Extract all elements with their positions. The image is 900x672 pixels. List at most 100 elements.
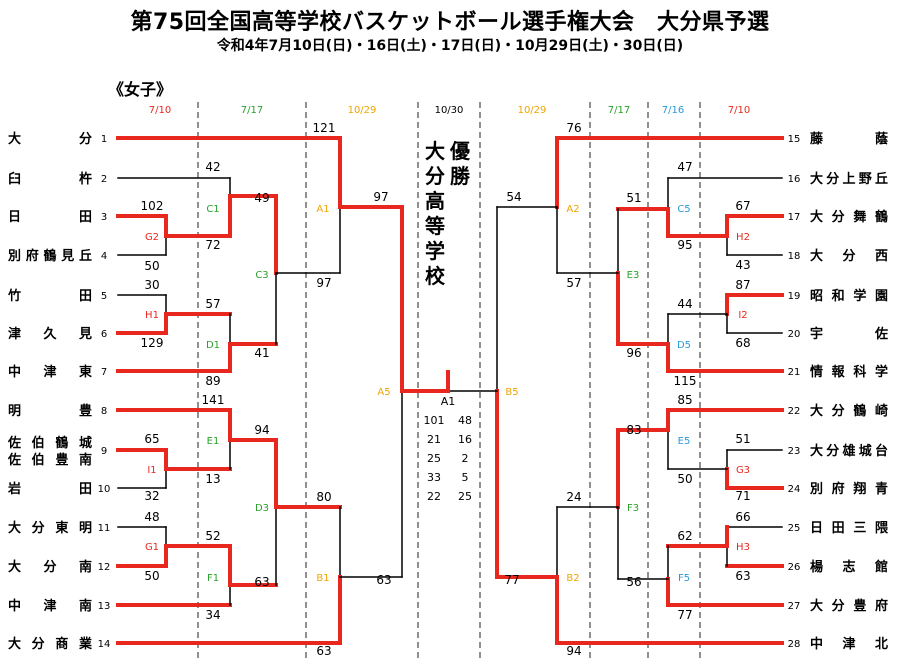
team-name: 別府翔青 — [809, 481, 888, 497]
team-seed: 10 — [98, 484, 111, 495]
game-id-label: D3 — [255, 503, 269, 514]
game-id-bg — [204, 200, 222, 214]
game-score: 49 — [254, 191, 269, 205]
game-id-bg — [143, 228, 161, 242]
game-id-label: H3 — [736, 542, 750, 553]
team-seed: 21 — [788, 367, 801, 378]
final-score-left: 25 — [427, 452, 441, 465]
game-score: 97 — [373, 190, 388, 204]
team-name: 大分西 — [810, 248, 888, 264]
game-id-label: H1 — [145, 310, 159, 321]
game-id-label: E3 — [627, 270, 640, 281]
team-seed: 24 — [788, 484, 801, 495]
game-id-bg — [734, 228, 752, 242]
champion-name-char: 校 — [425, 264, 446, 288]
game-id-bg — [204, 569, 222, 583]
page-subtitle: 令和4年7月10日(日)・16日(土)・17日(日)・10月29日(土)・30日… — [216, 38, 684, 54]
round-date-label: 10/30 — [435, 105, 464, 116]
team-seed: 19 — [788, 291, 801, 302]
game-score: 65 — [144, 432, 159, 446]
team-name: 宇佐 — [810, 326, 888, 342]
game-score: 56 — [626, 575, 641, 589]
game-id-bg — [143, 538, 161, 552]
team-seed: 9 — [101, 446, 107, 457]
game-score: 115 — [674, 374, 697, 388]
game-score: 76 — [566, 121, 581, 135]
game-score: 54 — [506, 190, 521, 204]
game-id-bg — [624, 266, 642, 280]
team-name: 佐伯豊南 — [7, 452, 92, 468]
game-id-label: E5 — [678, 436, 691, 447]
team-name: 臼杵 — [8, 171, 92, 187]
final-score-right: 2 — [462, 452, 469, 465]
team-seed: 1 — [101, 134, 107, 145]
game-id-bg — [564, 569, 582, 583]
game-id-label: B1 — [316, 573, 329, 584]
game-score: 141 — [202, 393, 225, 407]
game-score: 47 — [677, 160, 692, 174]
game-id-label: C5 — [677, 204, 690, 215]
game-score: 24 — [566, 490, 581, 504]
team-seed: 13 — [98, 601, 111, 612]
team-name: 楊志館 — [810, 559, 888, 575]
game-score: 41 — [254, 346, 269, 360]
team-seed: 8 — [101, 406, 107, 417]
team-seed: 16 — [788, 174, 801, 185]
game-score: 83 — [626, 423, 641, 437]
game-score: 97 — [316, 276, 331, 290]
game-id-bg — [253, 499, 271, 513]
game-score: 30 — [144, 278, 159, 292]
team-seed: 12 — [98, 562, 111, 573]
champion-name-char: 大 — [425, 139, 445, 163]
game-id-bg — [734, 461, 752, 475]
game-score: 63 — [376, 573, 391, 587]
team-seed: 3 — [101, 212, 107, 223]
team-seed: 26 — [788, 562, 801, 573]
game-score: 50 — [144, 259, 159, 273]
game-id-bg — [143, 461, 161, 475]
team-seed: 23 — [788, 446, 801, 457]
game-id-bg — [675, 569, 693, 583]
game-id-label: G3 — [736, 465, 750, 476]
game-score: 51 — [626, 191, 641, 205]
team-seed: 4 — [101, 251, 107, 262]
game-id-bg — [314, 200, 332, 214]
round-date-label: 10/29 — [348, 105, 377, 116]
game-score: 96 — [626, 346, 641, 360]
round-date-label: 10/29 — [518, 105, 547, 116]
final-score-left: 33 — [427, 471, 441, 484]
team-seed: 6 — [101, 329, 107, 340]
game-id-label: I2 — [738, 310, 747, 321]
game-id-label: F5 — [678, 573, 690, 584]
game-score: 66 — [735, 510, 750, 524]
game-id-bg — [143, 306, 161, 320]
game-score: 32 — [144, 489, 159, 503]
team-name: 中津南 — [8, 598, 92, 614]
team-name: 大分 — [8, 131, 92, 147]
game-id-label: H2 — [736, 232, 750, 243]
team-name: 大分上野丘 — [810, 171, 888, 187]
game-id-bg — [204, 432, 222, 446]
game-score: 63 — [254, 575, 269, 589]
game-score: 34 — [205, 608, 220, 622]
game-score: 94 — [566, 644, 581, 658]
game-score: 102 — [141, 199, 164, 213]
game-score: 50 — [144, 569, 159, 583]
game-id-label: E1 — [207, 436, 220, 447]
team-name: 大分舞鶴 — [810, 209, 888, 225]
team-name: 大分豊府 — [810, 598, 888, 614]
game-score: 57 — [566, 276, 581, 290]
game-id-bg — [204, 336, 222, 350]
game-score: 52 — [205, 529, 220, 543]
team-seed: 22 — [788, 406, 801, 417]
team-seed: 25 — [788, 523, 801, 534]
game-id-label: B5 — [505, 387, 518, 398]
game-score: 63 — [735, 569, 750, 583]
game-id-label: D5 — [677, 340, 691, 351]
champion-name-char: 等 — [425, 214, 445, 238]
team-seed: 18 — [788, 251, 801, 262]
game-id-label: I1 — [147, 465, 156, 476]
game-id-label: B2 — [566, 573, 579, 584]
game-score: 77 — [677, 608, 692, 622]
